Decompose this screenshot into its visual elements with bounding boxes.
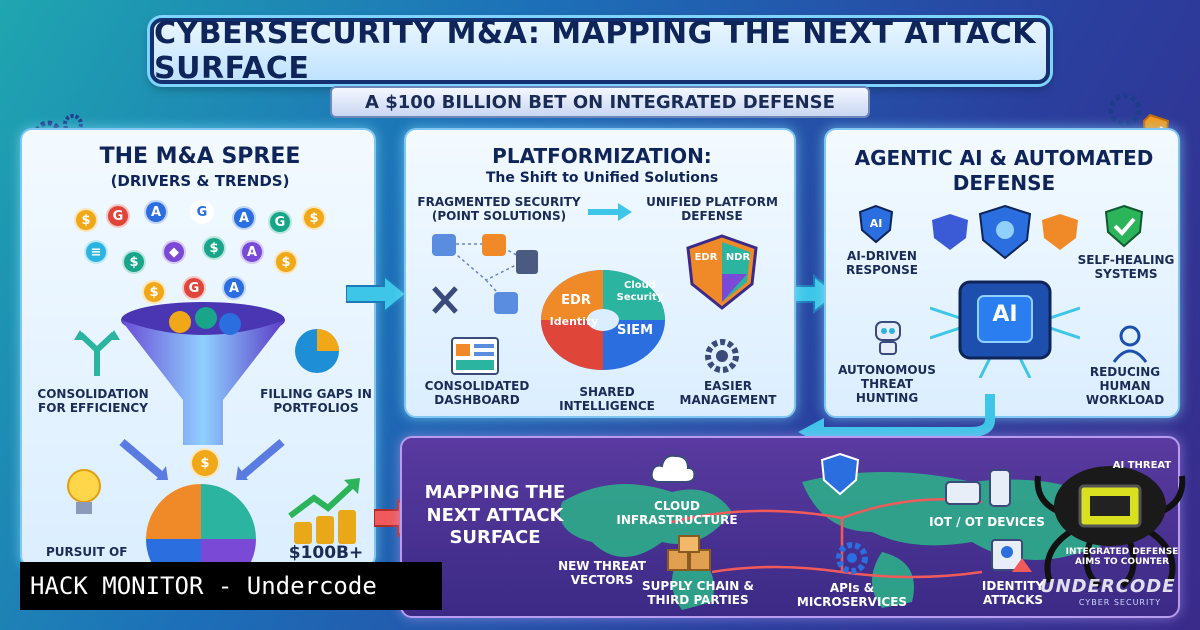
logo-coin-icon: G bbox=[190, 200, 214, 224]
ai-shield-icon bbox=[858, 204, 894, 244]
pursuit-label: PURSUIT OF bbox=[46, 545, 128, 559]
dashboard-icon bbox=[451, 337, 499, 375]
person-icon bbox=[1112, 325, 1148, 363]
dollar-coin-icon: $ bbox=[74, 208, 98, 232]
piece-siem: SIEM bbox=[616, 323, 654, 338]
money-growth-icon bbox=[288, 478, 360, 544]
security-puzzle-wheel bbox=[541, 270, 665, 370]
piece-cloud-security: Cloud Security bbox=[616, 280, 664, 303]
brand-logo: UNDERCODE bbox=[1040, 576, 1176, 597]
ai-driven-label: AI-DRIVEN RESPONSE bbox=[846, 249, 918, 277]
unified-label: UNIFIED PLATFORM DEFENSE bbox=[646, 195, 778, 223]
piece-edr: EDR bbox=[561, 293, 591, 308]
dollar-coin-icon: $ bbox=[274, 250, 298, 274]
identity-label: IDENTITY ATTACKS bbox=[981, 579, 1045, 607]
panel-platform-subtitle: The Shift to Unified Solutions bbox=[485, 170, 719, 186]
octopus-robot-icon bbox=[1034, 466, 1186, 589]
ai-chip-label: AI bbox=[992, 302, 1018, 327]
puzzle-icon bbox=[146, 484, 256, 570]
fragmented-label: FRAGMENTED SECURITY (POINT SOLUTIONS) bbox=[417, 195, 581, 223]
panel-ma-subtitle: (DRIVERS & TRENDS) bbox=[110, 172, 290, 190]
gaps-label: FILLING GAPS IN PORTFOLIOS bbox=[260, 387, 372, 415]
boxes-icon bbox=[667, 535, 711, 571]
robot-screen-text: AI THREAT bbox=[1112, 460, 1172, 471]
panel-agentic-ai: AGENTIC AI & AUTOMATED DEFENSE AI AI-DRI… bbox=[824, 128, 1180, 418]
amount-label: $100B+ bbox=[288, 543, 364, 563]
logo-coin-icon: A bbox=[232, 206, 256, 230]
logo-coin-icon: G bbox=[106, 204, 130, 228]
funnel-icon bbox=[121, 302, 285, 445]
dashboard-label: CONSOLIDATED DASHBOARD bbox=[424, 379, 530, 407]
cloud-label: CLOUD INFRASTRUCTURE bbox=[616, 499, 738, 527]
split-arrows-icon bbox=[74, 330, 120, 376]
panel-platform-title: PLATFORMIZATION: bbox=[492, 144, 712, 168]
page-subtitle: A $100 BILLION BET ON INTEGRATED DEFENSE bbox=[365, 91, 835, 113]
title-banner: CYBERSECURITY M&A: MAPPING THE NEXT ATTA… bbox=[150, 16, 1050, 86]
dollar-coin-icon: $ bbox=[202, 236, 226, 260]
hunting-label: AUTONOMOUS THREAT HUNTING bbox=[838, 363, 936, 405]
supply-label: SUPPLY CHAIN & THIRD PARTIES bbox=[642, 579, 754, 607]
intel-label: SHARED INTELLIGENCE bbox=[559, 385, 655, 413]
panel-ma-spree: THE M&A SPREE (DRIVERS & TRENDS) $ G A G… bbox=[20, 128, 376, 570]
self-healing-label: SELF-HEALING SYSTEMS bbox=[1077, 253, 1175, 281]
identity-alert-icon bbox=[991, 539, 1032, 572]
shield-piece-edr: EDR bbox=[694, 252, 718, 263]
ai-chip-icon bbox=[930, 280, 1080, 378]
logo-coin-icon: ◆ bbox=[162, 240, 186, 264]
panel-ma-title: THE M&A SPREE bbox=[99, 144, 301, 169]
page-title: CYBERSECURITY M&A: MAPPING THE NEXT ATTA… bbox=[154, 16, 1036, 86]
shield-icon bbox=[820, 452, 860, 496]
check-shield-icon bbox=[1104, 204, 1144, 248]
management-label: EASIER MANAGEMENT bbox=[679, 379, 777, 407]
logo-coin-icon: G bbox=[268, 210, 292, 234]
shield-icon bbox=[686, 234, 758, 310]
reducing-label: REDUCING HUMAN WORKLOAD bbox=[1085, 365, 1165, 407]
fragmented-network-icon bbox=[432, 234, 538, 314]
iot-label: IOT / OT DEVICES bbox=[929, 515, 1045, 529]
dollar-coin-icon: $ bbox=[122, 250, 146, 274]
shields-row-icon bbox=[932, 204, 1078, 260]
ai-badge: AI bbox=[869, 217, 883, 230]
shield-piece-ndr: NDR bbox=[725, 252, 751, 263]
panel-ai-title: AGENTIC AI & AUTOMATED DEFENSE bbox=[854, 146, 1154, 195]
logo-coin-icon: ≡ bbox=[84, 240, 108, 264]
dollar-coin-icon: $ bbox=[302, 206, 326, 230]
new-threat-label: NEW THREAT VECTORS bbox=[558, 559, 646, 587]
panel-attack-surface: MAPPING THE NEXT ATTACK SURFACE CLOUD IN… bbox=[400, 436, 1180, 618]
logo-coin-icon: A bbox=[144, 200, 168, 224]
dollar-coin-icon: $ bbox=[190, 448, 220, 478]
arrow-right-icon bbox=[346, 274, 408, 314]
converge-arrows bbox=[119, 438, 285, 480]
dollar-coin-icon: $ bbox=[142, 280, 166, 304]
panel-platformization: PLATFORMIZATION: The Shift to Unified So… bbox=[404, 128, 796, 418]
consolidation-label: CONSOLIDATION FOR EFFICIENCY bbox=[37, 387, 149, 415]
hack-monitor-banner: HACK MONITOR - Undercode bbox=[20, 562, 442, 610]
lightbulb-icon bbox=[67, 469, 101, 514]
iot-device-icon bbox=[945, 469, 1011, 507]
subtitle-banner: A $100 BILLION BET ON INTEGRATED DEFENSE bbox=[330, 86, 870, 118]
robot-icon bbox=[875, 321, 901, 355]
piece-identity: Identity bbox=[549, 315, 599, 328]
logo-coin-icon: A bbox=[222, 276, 246, 300]
logo-coin-icon: A bbox=[240, 240, 264, 264]
pie-chart-icon bbox=[295, 329, 339, 373]
integrated-text: INTEGRATED DEFENSE AIMS TO COUNTER bbox=[1065, 547, 1179, 567]
brand-sub: CYBER SECURITY bbox=[1078, 598, 1162, 607]
surface-title: MAPPING THE NEXT ATTACK SURFACE bbox=[424, 482, 566, 548]
arrow-right-icon bbox=[588, 203, 632, 221]
cloud-icon bbox=[650, 454, 696, 483]
logo-coin-icon: G bbox=[182, 276, 206, 300]
hack-monitor-text: HACK MONITOR - Undercode bbox=[30, 572, 377, 600]
apis-label: APIs & MICROSERVICES bbox=[796, 581, 908, 609]
gear-icon bbox=[836, 542, 868, 574]
gear-icon bbox=[705, 339, 739, 373]
